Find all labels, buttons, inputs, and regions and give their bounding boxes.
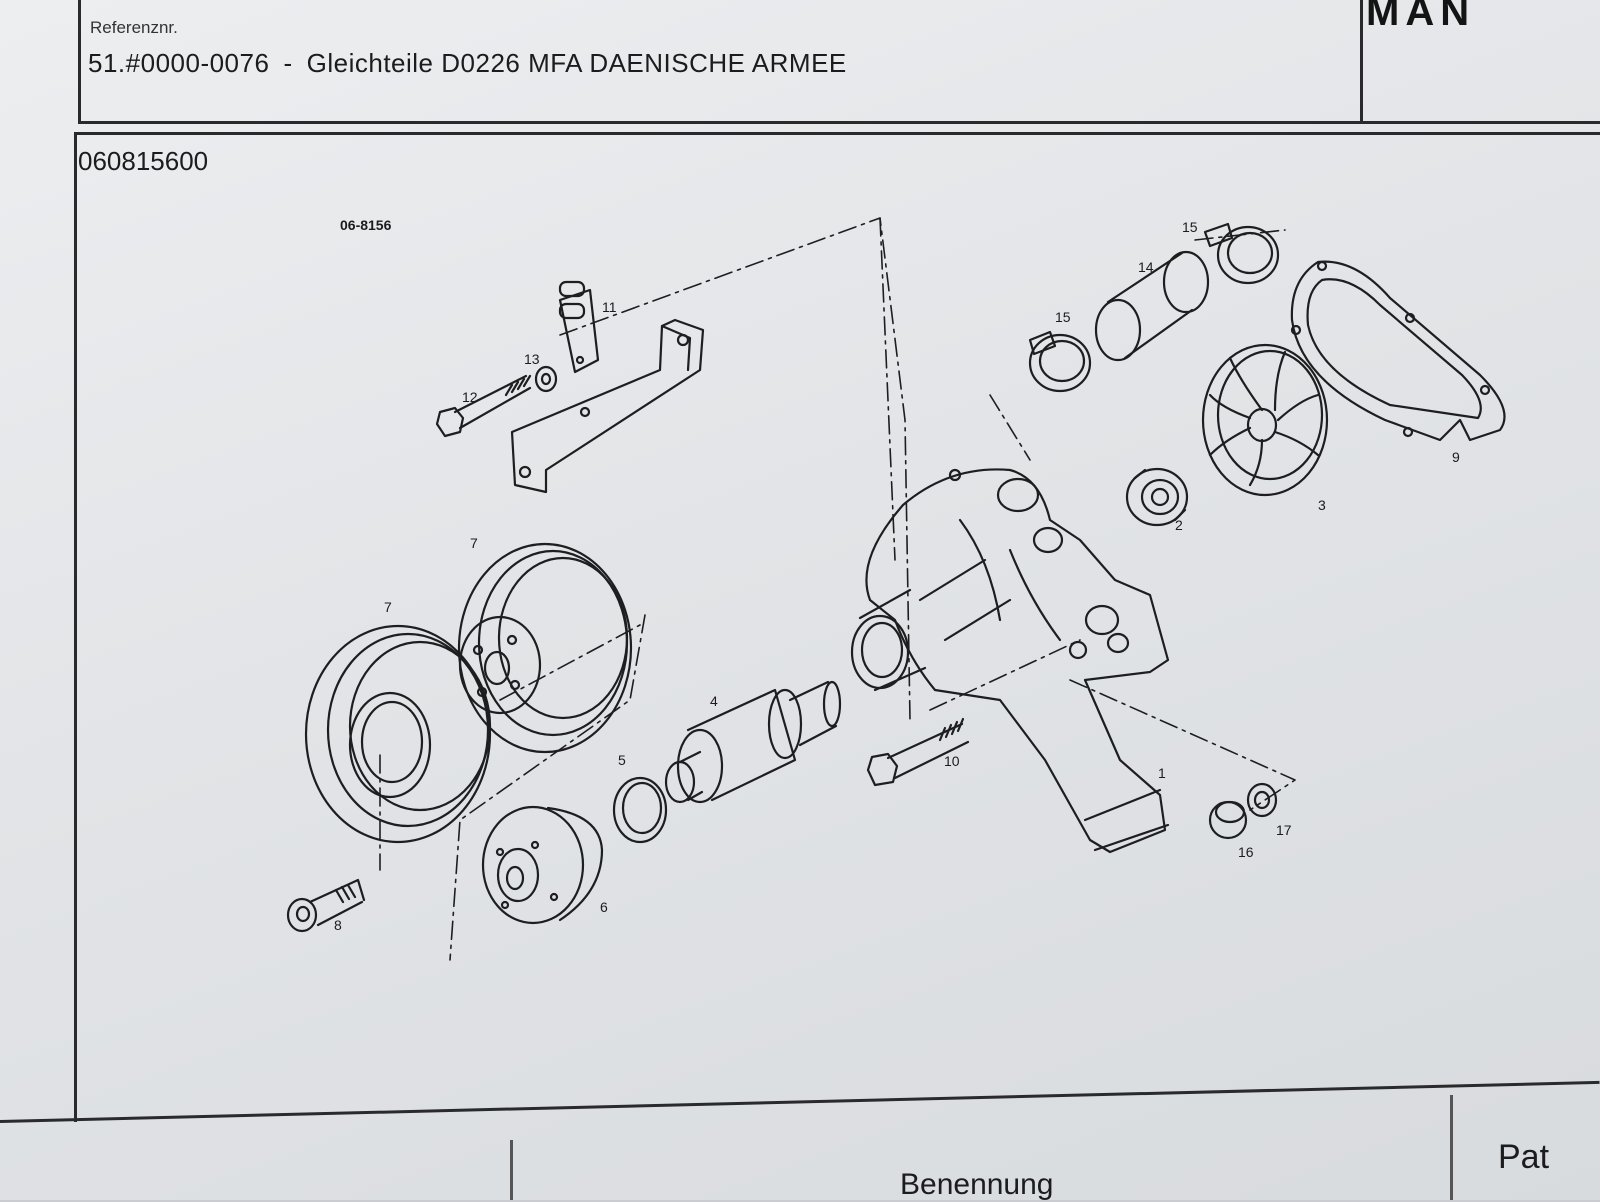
reference-title: Gleichteile D0226 MFA DAENISCHE ARMEE — [306, 48, 847, 78]
drawing-number: 060815600 — [78, 146, 209, 176]
man-logo: MAN — [1366, 0, 1476, 34]
label-part-4: 4 — [710, 693, 718, 709]
label-part-6: 6 — [600, 899, 608, 915]
washer-part-13 — [534, 365, 558, 393]
header-box — [78, 0, 1600, 124]
hose-part-14 — [1094, 250, 1210, 362]
part-labels: 1 2 3 4 5 6 7 7 8 9 10 11 12 13 14 15 15… — [334, 219, 1460, 933]
label-part-5: 5 — [618, 752, 626, 768]
screw-part-8 — [286, 878, 366, 933]
column-header-pat: Pat — [1498, 1138, 1550, 1176]
label-part-12: 12 — [462, 389, 478, 405]
label-part-8: 8 — [334, 917, 342, 933]
bolt-part-12 — [435, 374, 532, 438]
header-divider — [1360, 0, 1363, 124]
bolt-part-10 — [866, 717, 970, 787]
label-part-15-lower: 15 — [1055, 309, 1071, 325]
reference-line: 51.#0000-0076-Gleichteile D0226 MFA DAEN… — [88, 48, 847, 79]
label-part-13: 13 — [524, 351, 540, 367]
label-part-3: 3 — [1318, 497, 1326, 513]
assembly-lines — [379, 217, 1296, 961]
impeller-part-3 — [1201, 343, 1329, 497]
bearing-part-4 — [664, 680, 842, 804]
seal-part-2 — [1125, 467, 1189, 527]
label-part-17: 17 — [1276, 822, 1292, 838]
column-header-benennung: Benennung — [900, 1168, 1054, 1201]
label-part-14: 14 — [1138, 259, 1154, 275]
clip-part-11 — [558, 280, 600, 374]
label-part-2: 2 — [1175, 517, 1183, 533]
label-part-15-upper: 15 — [1182, 219, 1198, 235]
footer-column-divider — [510, 1140, 513, 1200]
reference-label: Referenznr. — [90, 18, 178, 37]
gasket-part-9 — [1290, 260, 1506, 442]
pulley-part-7-front — [304, 624, 492, 844]
reference-number: 51.#0000-0076 — [88, 48, 270, 78]
footer-column-divider — [1450, 1095, 1453, 1200]
label-part-7-front: 7 — [384, 599, 392, 615]
plug-part-16 — [1208, 800, 1248, 840]
label-part-7-rear: 7 — [470, 535, 478, 551]
washer-part-17 — [1246, 782, 1278, 818]
pump-housing-part-1 — [850, 468, 1170, 854]
drawing-frame — [74, 132, 1600, 1122]
hub-part-6 — [481, 805, 604, 925]
hose-clamp-part-15-upper — [1203, 222, 1280, 285]
circlip-part-5 — [612, 776, 668, 844]
label-part-1: 1 — [1158, 765, 1166, 781]
label-part-16: 16 — [1238, 844, 1254, 860]
label-part-11: 11 — [602, 299, 617, 315]
label-part-10: 10 — [944, 753, 960, 769]
reference-separator: - — [283, 48, 293, 78]
pulley-part-7-rear — [457, 542, 633, 754]
bracket-part — [510, 318, 705, 494]
hose-clamp-part-15-lower — [1028, 330, 1092, 393]
drawing-code: 06-8156 — [340, 217, 392, 233]
label-part-9: 9 — [1452, 449, 1460, 465]
